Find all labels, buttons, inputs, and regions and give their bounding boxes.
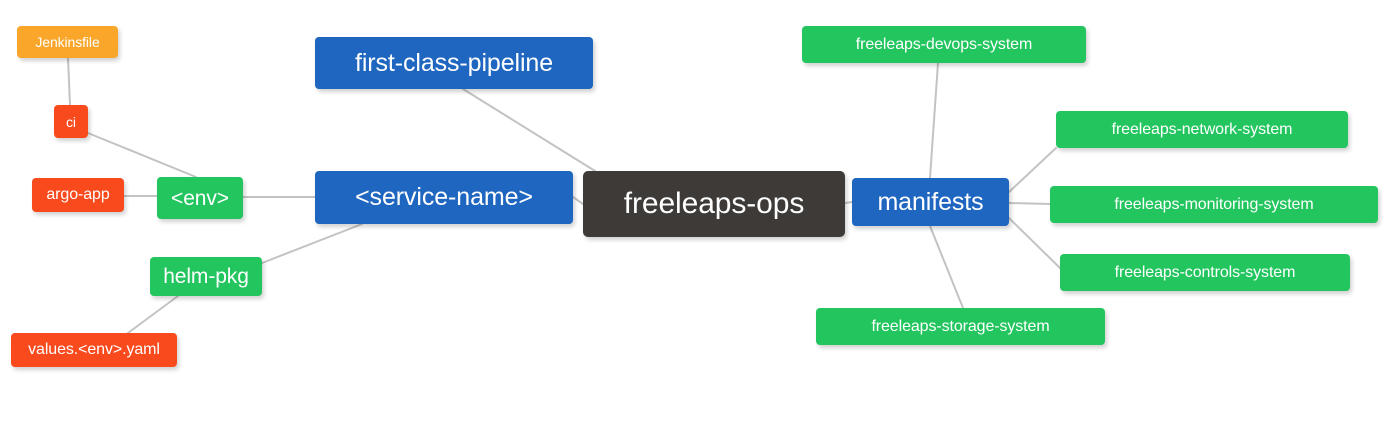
mindmap-node-jenkins[interactable]: Jenkinsfile xyxy=(17,26,118,58)
mindmap-node-devops[interactable]: freeleaps-devops-system xyxy=(802,26,1086,63)
mindmap-node-argo[interactable]: argo-app xyxy=(32,178,124,212)
edge-manifests-to-devops xyxy=(929,62,939,179)
mindmap-node-helm[interactable]: helm-pkg xyxy=(150,257,262,296)
edge-manifests-to-storage xyxy=(929,225,964,309)
edge-service-to-helm xyxy=(261,223,363,264)
edge-root-to-manifests xyxy=(844,201,853,204)
edge-ci-to-jenkins xyxy=(67,57,71,106)
mindmap-node-network[interactable]: freeleaps-network-system xyxy=(1056,111,1348,148)
mindmap-node-manifests[interactable]: manifests xyxy=(852,178,1009,226)
edge-env-to-ci xyxy=(87,132,197,178)
edge-root-to-pipeline xyxy=(462,88,596,172)
edge-manifests-to-network xyxy=(1008,147,1057,193)
mindmap-node-pipeline[interactable]: first-class-pipeline xyxy=(315,37,593,89)
edge-manifests-to-monitoring xyxy=(1008,202,1051,205)
mindmap-node-service[interactable]: <service-name> xyxy=(315,171,573,224)
mindmap-node-ci[interactable]: ci xyxy=(54,105,88,138)
mindmap-node-values[interactable]: values.<env>.yaml xyxy=(11,333,177,367)
mindmap-node-env[interactable]: <env> xyxy=(157,177,243,219)
edge-helm-to-values xyxy=(127,295,179,334)
mindmap-node-monitoring[interactable]: freeleaps-monitoring-system xyxy=(1050,186,1378,223)
edge-root-to-service xyxy=(572,196,584,205)
mindmap-node-controls[interactable]: freeleaps-controls-system xyxy=(1060,254,1350,291)
mindmap-node-storage[interactable]: freeleaps-storage-system xyxy=(816,308,1105,345)
mindmap-node-root[interactable]: freeleaps-ops xyxy=(583,171,845,237)
edge-manifests-to-controls xyxy=(1008,217,1061,269)
